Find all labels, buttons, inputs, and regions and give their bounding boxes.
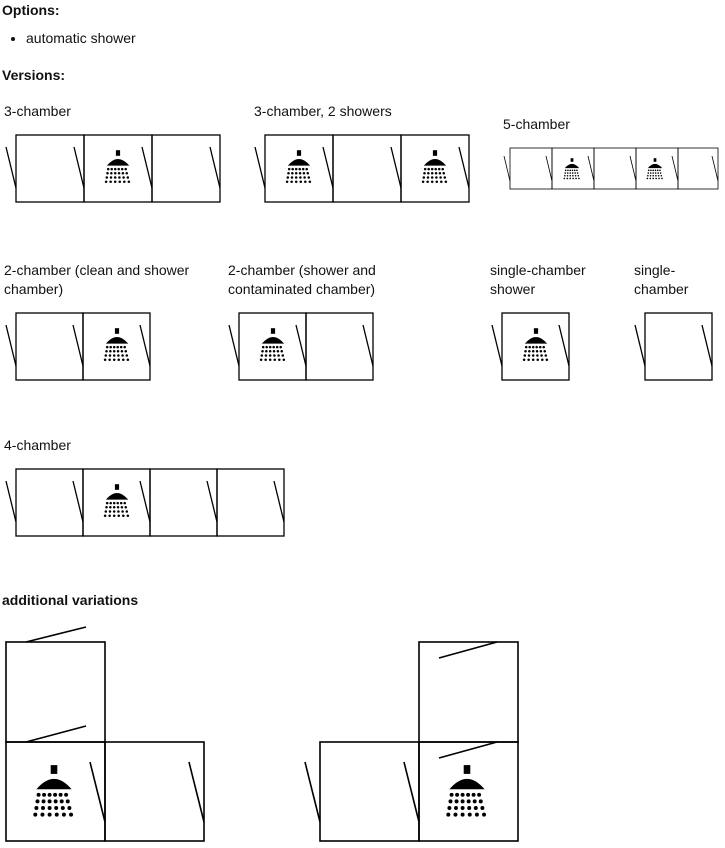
label-3-chamber-2-showers: 3-chamber, 2 showers [254, 103, 392, 119]
additional-variations-heading: additional variations [2, 592, 139, 608]
shower-icon [446, 765, 487, 817]
shower-icon [563, 158, 580, 180]
options-list: automatic shower [0, 30, 136, 46]
shower-icon [103, 484, 130, 517]
shower-icon [104, 150, 131, 183]
diagram-2-chamber-clean-shower [5, 312, 151, 381]
shower-icon [285, 150, 312, 183]
label-5-chamber: 5-chamber [503, 116, 570, 132]
label-2-chamber-clean-shower: 2-chamber (clean and shower chamber) [4, 262, 190, 297]
diagram-3-chamber [5, 134, 221, 203]
label-2-chamber-shower-contaminated: 2-chamber (shower and contaminated chamb… [228, 262, 376, 297]
diagram-single-chamber [634, 312, 713, 381]
shower-icon [259, 328, 286, 361]
label-4-chamber: 4-chamber [4, 437, 71, 453]
shower-icon [33, 765, 74, 817]
diagram-2-chamber-shower-contaminated [228, 312, 374, 381]
shower-icon [421, 150, 448, 183]
options-heading: Options: [2, 2, 60, 18]
label-single-chamber: single-chamber [634, 262, 689, 297]
label-3-chamber: 3-chamber [4, 103, 71, 119]
diagram-3-chamber-2-showers [254, 134, 470, 203]
diagram-4-chamber [5, 468, 285, 537]
shower-icon [522, 328, 549, 361]
diagram-5-chamber [503, 147, 719, 190]
diagram-single-chamber-shower [491, 312, 570, 381]
option-item-automatic-shower: automatic shower [26, 30, 136, 46]
diagram-additional-variation-1 [5, 626, 205, 842]
diagram-additional-variation-2 [304, 641, 519, 842]
shower-icon [646, 158, 663, 180]
versions-heading: Versions: [2, 67, 66, 83]
shower-icon [103, 328, 130, 361]
label-single-chamber-shower: single-chamber shower [490, 262, 586, 297]
